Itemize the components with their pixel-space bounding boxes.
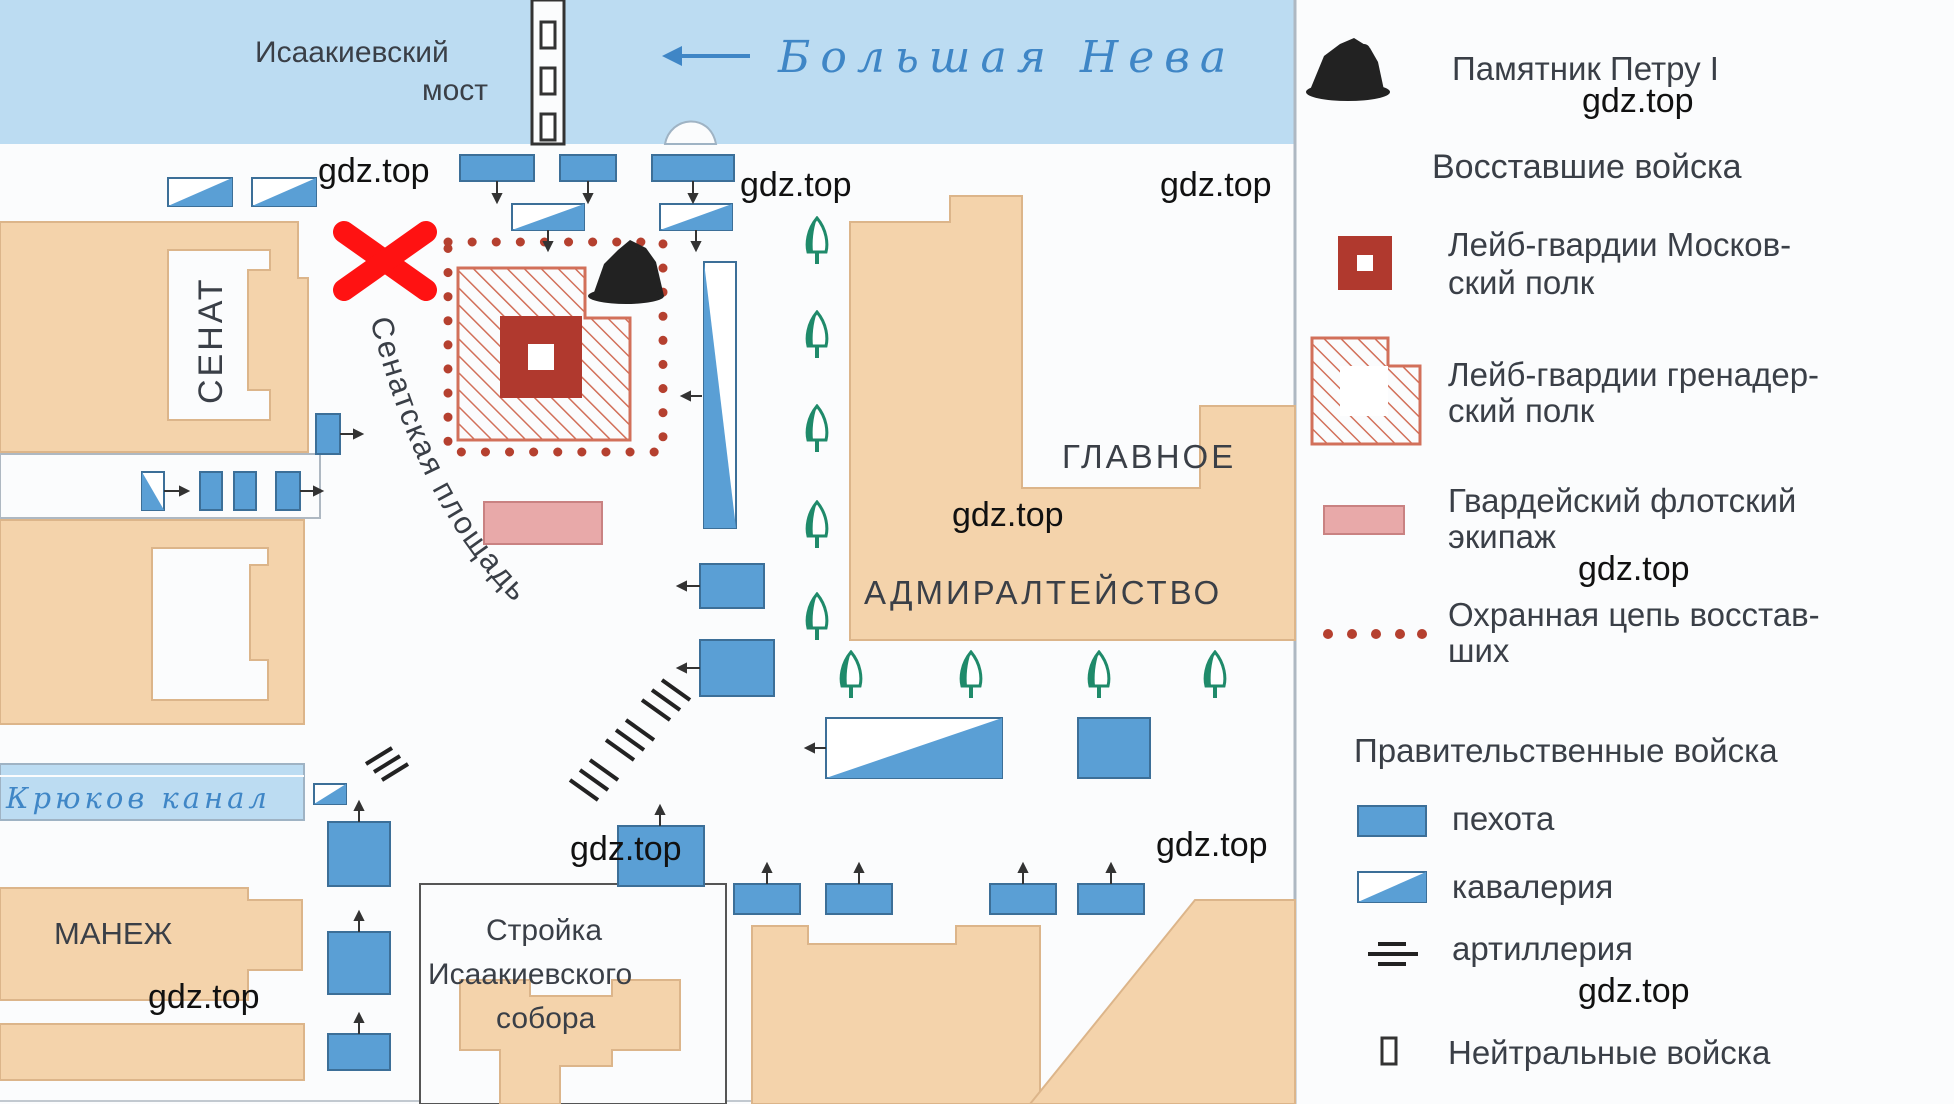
attack-arrows xyxy=(164,181,1117,1034)
tree-icon xyxy=(805,592,829,642)
legend-grenadier-2: ский полк xyxy=(1448,392,1595,429)
cathedral-foundation xyxy=(459,979,681,1104)
legend-cavalry: кавалерия xyxy=(1452,868,1613,905)
watermark: gdz.top xyxy=(1160,166,1272,204)
lower-right-building xyxy=(1028,899,1296,1104)
watermark: gdz.top xyxy=(570,830,682,868)
legend: Памятник Петру I Восставшие войска Лейб-… xyxy=(1306,38,1820,1071)
river-label: Большая Нева xyxy=(777,32,1236,83)
tree-icon xyxy=(1203,650,1227,700)
infantry-unit xyxy=(825,883,893,915)
legend-rebels-title: Восставшие войска xyxy=(1432,148,1742,186)
tree-icon xyxy=(839,650,863,700)
infantry-unit xyxy=(459,154,535,182)
peter-monument-icon xyxy=(588,240,664,304)
infantry-unit xyxy=(327,931,391,995)
canal-label: Крюков канал xyxy=(5,781,271,815)
legend-moscow-1: Лейб-гвардии Москов- xyxy=(1448,226,1791,263)
infantry-unit xyxy=(733,883,801,915)
infantry-unit xyxy=(699,639,775,697)
embankment-ramp xyxy=(663,120,718,145)
manege-building xyxy=(0,887,303,1001)
infantry-unit xyxy=(989,883,1057,915)
infantry-unit xyxy=(275,471,301,511)
cathedral-label-2: Исаакиевского xyxy=(428,958,632,991)
legend-marine-1: Гвардейский флотский xyxy=(1448,482,1796,519)
watermark: gdz.top xyxy=(1582,82,1694,120)
tree-icon xyxy=(1087,650,1111,700)
execution-place-cross-icon xyxy=(333,221,437,301)
admiralty-label-1: ГЛАВНОЕ xyxy=(1062,438,1236,475)
watermarks: gdz.top gdz.top gdz.top gdz.top gdz.top … xyxy=(148,82,1694,1016)
infantry-unit xyxy=(1077,883,1145,915)
artillery-units xyxy=(364,678,692,802)
river-flow-arrow xyxy=(662,46,750,66)
senate-label: СЕНАТ xyxy=(192,276,230,404)
bolshaya-neva-river xyxy=(0,0,1295,144)
government-infantry-units xyxy=(199,154,1151,1071)
senate-courtyard xyxy=(167,249,271,421)
tree-icon xyxy=(805,310,829,360)
legend-grenadier-1: Лейб-гвардии гренадер- xyxy=(1448,356,1819,393)
bridge-label-line2: мост xyxy=(422,74,488,107)
artillery-unit xyxy=(604,718,656,762)
watermark: gdz.top xyxy=(740,166,852,204)
infantry-unit xyxy=(559,154,617,182)
guard-chain-square xyxy=(443,237,668,457)
legend-neutral-swatch xyxy=(1380,1036,1398,1066)
legend-marine-2: экипаж xyxy=(1448,518,1556,555)
kryukov-canal xyxy=(0,763,305,821)
watermark: gdz.top xyxy=(952,496,1064,534)
moscow-regiment-core xyxy=(528,344,554,370)
bridge-label-line1: Исаакиевский xyxy=(255,36,449,69)
infantry-unit xyxy=(315,413,341,455)
legend-infantry-swatch xyxy=(1357,805,1427,837)
infantry-unit xyxy=(651,154,735,182)
legend-chain-2: ших xyxy=(1448,632,1510,669)
legend-artillery-icon xyxy=(1368,942,1418,966)
marine-crew xyxy=(483,501,603,545)
infantry-unit xyxy=(699,563,765,609)
cathedral-label-3: собора xyxy=(496,1002,596,1035)
lower-building xyxy=(751,925,1041,1104)
watermark: gdz.top xyxy=(1156,826,1268,864)
infantry-unit xyxy=(327,821,391,887)
legend-neutral: Нейтральные войска xyxy=(1448,1034,1771,1071)
legend-monument-icon xyxy=(1306,38,1390,101)
manege-annex xyxy=(0,1023,305,1081)
watermark: gdz.top xyxy=(1578,550,1690,588)
legend-chain-1: Охранная цепь восстав- xyxy=(1448,596,1820,633)
tree-icon xyxy=(805,404,829,454)
artillery-unit xyxy=(364,746,410,782)
infantry-unit xyxy=(233,471,257,511)
admiralty-label-2: АДМИРАЛТЕЙСТВО xyxy=(864,574,1222,611)
admiralty-building xyxy=(849,195,1296,641)
artillery-unit xyxy=(568,758,620,802)
legend-infantry: пехота xyxy=(1452,800,1555,837)
watermark: gdz.top xyxy=(148,978,260,1016)
neutral-unit xyxy=(539,112,557,142)
neutral-unit xyxy=(539,66,557,96)
neutral-unit xyxy=(539,20,557,50)
legend-moscow-2: ский полк xyxy=(1448,264,1595,301)
cathedral-label-1: Стройка xyxy=(486,914,602,947)
watermark: gdz.top xyxy=(318,152,430,190)
artillery-unit xyxy=(640,678,692,722)
legend-chain-swatch xyxy=(1323,629,1427,639)
tree-icon xyxy=(959,650,983,700)
tree-icon xyxy=(805,216,829,266)
infantry-unit xyxy=(327,1033,391,1071)
synod-courtyard xyxy=(151,547,269,701)
legend-monument: Памятник Петру I xyxy=(1452,50,1719,87)
watermark: gdz.top xyxy=(1578,972,1690,1010)
legend-marine-swatch xyxy=(1323,505,1405,535)
infantry-unit xyxy=(1077,717,1151,779)
legend-artillery: артиллерия xyxy=(1452,930,1633,967)
tree-icon xyxy=(805,500,829,550)
infantry-unit xyxy=(199,471,223,511)
manege-label: МАНЕЖ xyxy=(54,916,173,951)
legend-gov-title: Правительственные войска xyxy=(1354,732,1778,769)
